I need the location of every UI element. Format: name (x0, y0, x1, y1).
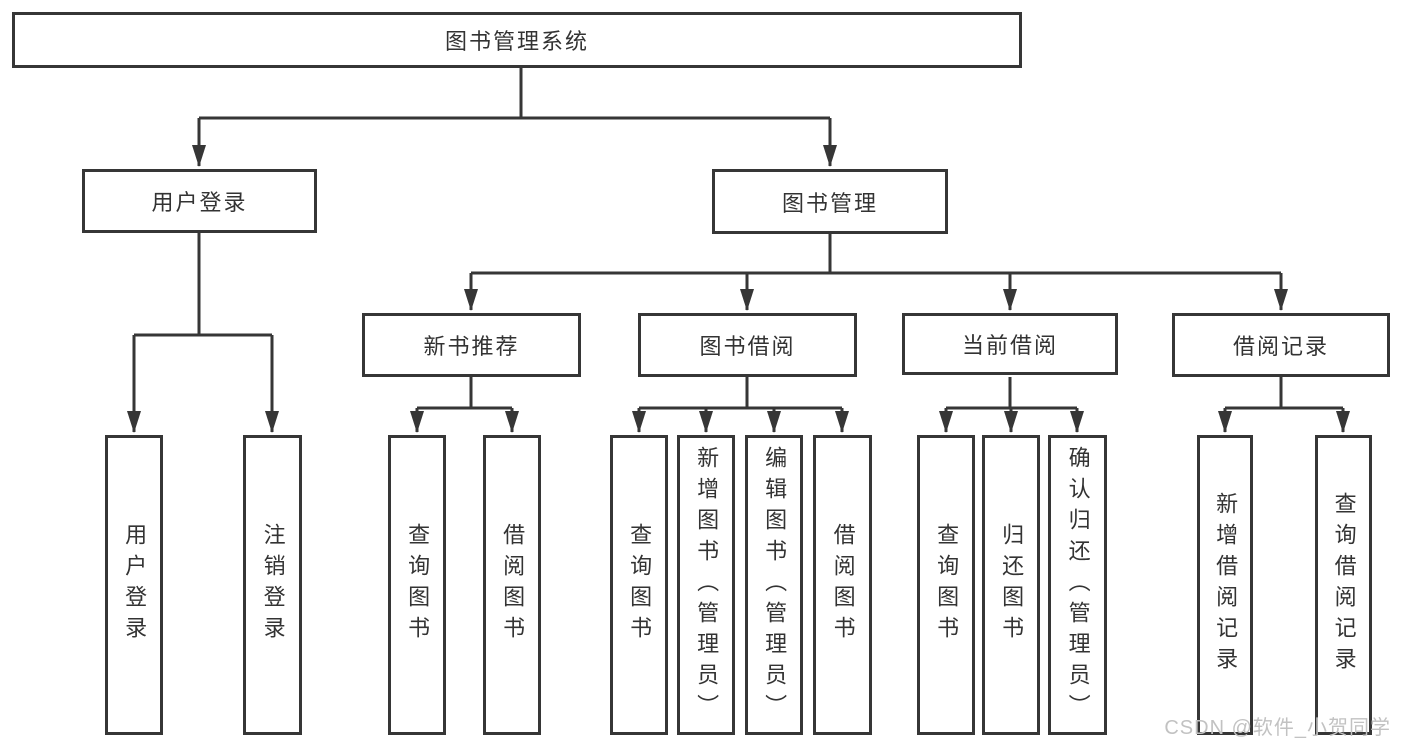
leaf-user-login: 用户登录 (105, 435, 163, 735)
leaf-nb-borrow-books: 借阅图书 (483, 435, 541, 735)
leaf-bb-edit-books-admin: 编辑图书（管理员） (745, 435, 803, 735)
node-root-library-system: 图书管理系统 (12, 12, 1022, 68)
leaf-cb-confirm-return-admin: 确认归还（管理员） (1048, 435, 1107, 735)
leaf-bb-add-books-admin: 新增图书（管理员） (677, 435, 735, 735)
node-book-management: 图书管理 (712, 169, 948, 234)
leaf-bb-query-books: 查询图书 (610, 435, 668, 735)
leaf-cb-return-books: 归还图书 (982, 435, 1040, 735)
leaf-br-query-record: 查询借阅记录 (1315, 435, 1372, 735)
node-new-book-recommend: 新书推荐 (362, 313, 581, 377)
watermark-text: CSDN @软件_小贺同学 (1164, 717, 1391, 739)
node-book-borrow: 图书借阅 (638, 313, 857, 377)
leaf-bb-borrow-books: 借阅图书 (813, 435, 872, 735)
leaf-logout: 注销登录 (243, 435, 302, 735)
node-user-login: 用户登录 (82, 169, 317, 233)
node-current-borrow: 当前借阅 (902, 313, 1118, 375)
leaf-br-add-record: 新增借阅记录 (1197, 435, 1253, 735)
leaf-cb-query-books: 查询图书 (917, 435, 975, 735)
node-borrow-record: 借阅记录 (1172, 313, 1390, 377)
leaf-nb-query-books: 查询图书 (388, 435, 446, 735)
